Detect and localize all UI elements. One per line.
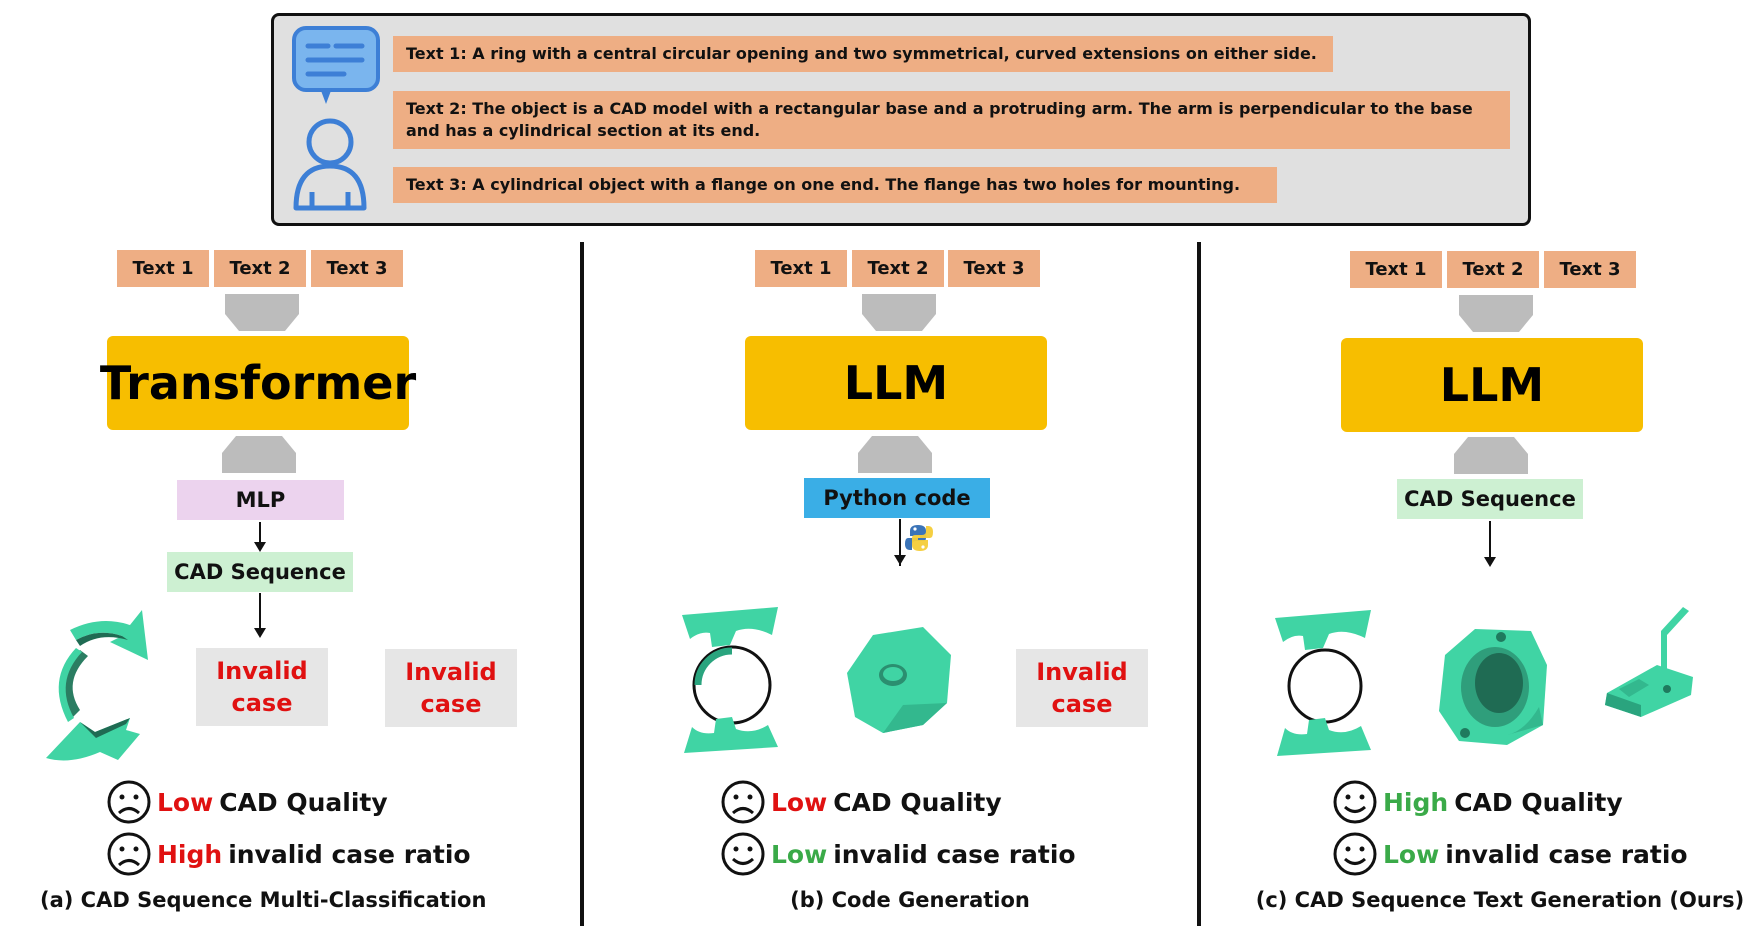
funnel-icon xyxy=(222,436,296,473)
arrow-head xyxy=(254,628,266,638)
invalid-word: Invalid xyxy=(1036,658,1128,686)
arrow xyxy=(1489,521,1491,565)
input-chip-text-2: Text 2 xyxy=(214,250,306,287)
metric-level: Low xyxy=(771,787,828,817)
metric-label: invalid case ratio xyxy=(1445,839,1688,869)
metric-cad-quality: Low CAD Quality xyxy=(107,780,388,824)
arrow xyxy=(259,593,261,633)
invalid-word: Invalid xyxy=(216,657,308,685)
ring-model-icon xyxy=(682,607,778,753)
python-code-box: Python code xyxy=(804,478,990,518)
arrow xyxy=(899,519,901,566)
metric-level: Low xyxy=(771,839,828,869)
cad-sequence-box: CAD Sequence xyxy=(167,552,353,592)
metric-invalid-ratio: High invalid case ratio xyxy=(107,832,471,876)
funnel-icon xyxy=(225,294,299,331)
arrow xyxy=(259,522,261,546)
invalid-case-badge: Invalid case xyxy=(385,649,517,727)
invalid-case-badge: Invalid case xyxy=(1016,649,1148,727)
cad-sequence-box: CAD Sequence xyxy=(1397,479,1583,519)
panel-caption: (c) CAD Sequence Text Generation (Ours) xyxy=(1255,888,1745,912)
input-chip-text-1: Text 1 xyxy=(117,250,209,287)
ring-model-icon xyxy=(1275,610,1371,756)
metric-level: High xyxy=(157,839,223,869)
arrow-head xyxy=(1484,557,1496,567)
invalid-word: Invalid xyxy=(405,658,497,686)
python-logo-icon xyxy=(905,525,933,551)
panel-divider xyxy=(580,242,584,926)
broken-ring-model-icon xyxy=(46,610,148,761)
arrow-head xyxy=(254,542,266,552)
sad-face-icon xyxy=(107,780,151,824)
metric-cad-quality: High CAD Quality xyxy=(1333,780,1623,824)
invalid-case-badge: Invalid case xyxy=(196,648,328,726)
smile-face-icon xyxy=(1333,832,1377,876)
input-chip-text-2: Text 2 xyxy=(1447,251,1539,288)
arrow-head xyxy=(894,555,906,565)
input-chip-text-3: Text 3 xyxy=(948,250,1040,287)
invalid-case-word: case xyxy=(231,689,293,717)
sad-face-icon xyxy=(107,832,151,876)
invalid-case-word: case xyxy=(420,690,482,718)
prompt-text-1: Text 1: A ring with a central circular o… xyxy=(393,36,1333,72)
metric-label: CAD Quality xyxy=(1454,787,1623,817)
panel-caption: (a) CAD Sequence Multi-Classification xyxy=(40,888,487,912)
metric-cad-quality: Low CAD Quality xyxy=(721,780,1002,824)
block-model-icon xyxy=(847,627,951,733)
panel-caption: (b) Code Generation xyxy=(790,888,1030,912)
metric-invalid-ratio: Low invalid case ratio xyxy=(721,832,1076,876)
prompt-text-2: Text 2: The object is a CAD model with a… xyxy=(393,91,1510,149)
metric-level: Low xyxy=(157,787,214,817)
funnel-icon xyxy=(862,294,936,331)
metric-label: invalid case ratio xyxy=(833,839,1076,869)
input-chip-text-1: Text 1 xyxy=(1350,251,1442,288)
metric-level: Low xyxy=(1383,839,1440,869)
input-chip-text-3: Text 3 xyxy=(1544,251,1636,288)
smile-face-icon xyxy=(1333,780,1377,824)
prompt-text-3: Text 3: A cylindrical object with a flan… xyxy=(393,167,1277,203)
model-box-llm: LLM xyxy=(1341,338,1643,432)
metric-invalid-ratio: Low invalid case ratio xyxy=(1333,832,1688,876)
metric-label: CAD Quality xyxy=(219,787,388,817)
flange-model-icon xyxy=(1439,629,1547,745)
user-chat-icon xyxy=(292,26,380,211)
funnel-icon xyxy=(1454,437,1528,474)
mlp-box: MLP xyxy=(177,480,344,520)
invalid-case-word: case xyxy=(1051,690,1113,718)
input-chip-text-3: Text 3 xyxy=(311,250,403,287)
input-chip-text-2: Text 2 xyxy=(852,250,944,287)
panel-divider xyxy=(1197,242,1201,926)
model-box-llm: LLM xyxy=(745,336,1047,430)
bracket-model-icon xyxy=(1605,607,1693,717)
model-box-transformer: Transformer xyxy=(100,336,416,430)
sad-face-icon xyxy=(721,780,765,824)
smile-face-icon xyxy=(721,832,765,876)
metric-label: CAD Quality xyxy=(833,787,1002,817)
funnel-icon xyxy=(858,436,932,473)
metric-level: High xyxy=(1383,787,1449,817)
input-chip-text-1: Text 1 xyxy=(755,250,847,287)
metric-label: invalid case ratio xyxy=(228,839,471,869)
funnel-icon xyxy=(1459,295,1533,332)
